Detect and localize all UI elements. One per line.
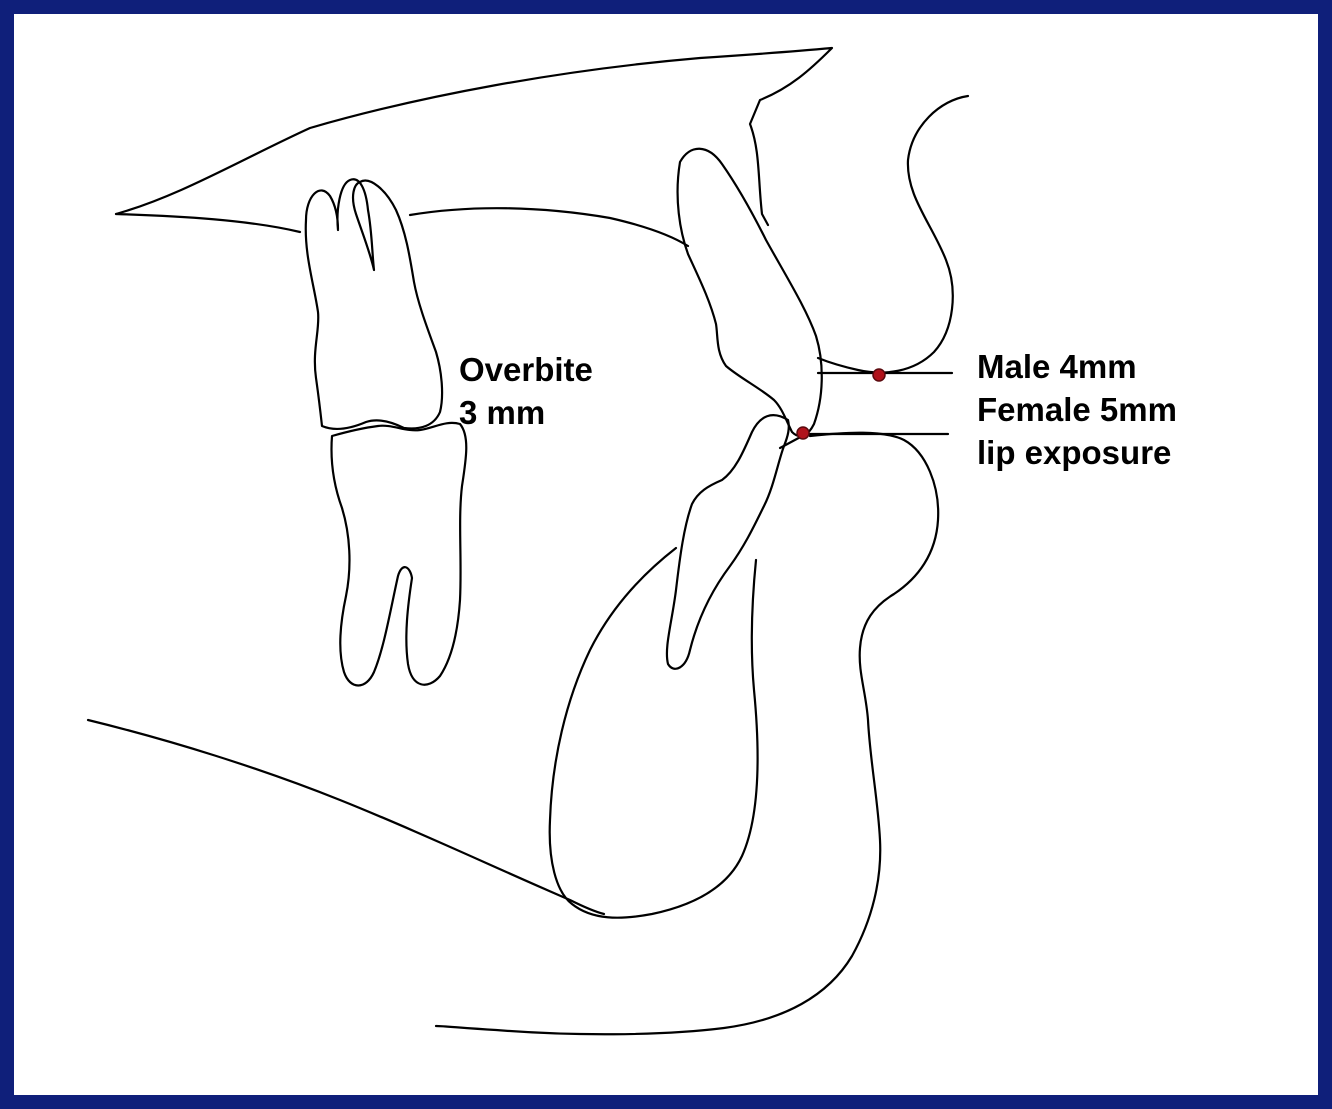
- lip-exposure-male: Male 4mm: [977, 345, 1177, 388]
- overbite-label: Overbite 3 mm: [459, 348, 593, 434]
- overbite-value: 3 mm: [459, 391, 593, 434]
- lip-exposure-caption: lip exposure: [977, 431, 1177, 474]
- mandibular-symphysis: [550, 548, 758, 918]
- upper-incisor: [678, 149, 822, 436]
- overbite-title: Overbite: [459, 348, 593, 391]
- lower-incisor: [667, 415, 789, 669]
- upper-molar: [306, 179, 442, 429]
- maxilla-outline: [116, 48, 832, 225]
- incisal-edge-marker: [797, 427, 809, 439]
- lip-exposure-label: Male 4mm Female 5mm lip exposure: [977, 345, 1177, 474]
- upper-lip: [818, 96, 968, 373]
- lower-molar: [331, 423, 466, 686]
- palatal-curve-anterior: [410, 208, 688, 246]
- mandible-border: [88, 720, 604, 914]
- upper-lip-marker: [873, 369, 885, 381]
- lip-exposure-female: Female 5mm: [977, 388, 1177, 431]
- palatal-curve: [116, 214, 300, 232]
